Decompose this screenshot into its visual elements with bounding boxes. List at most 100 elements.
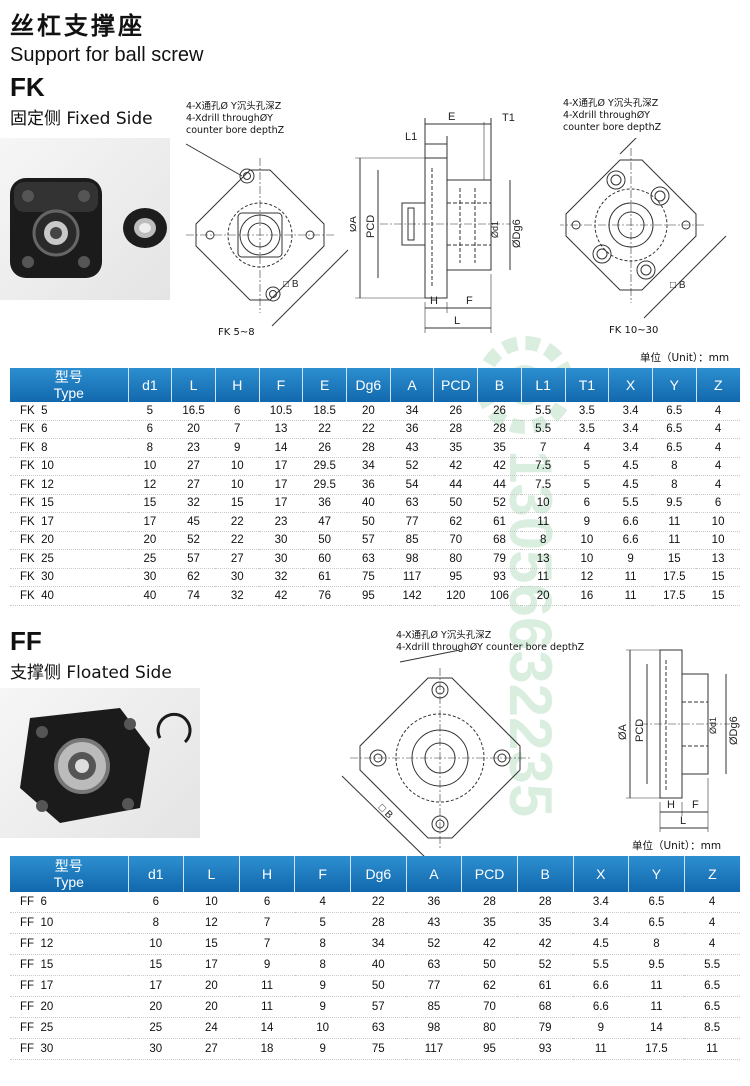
table-cell: 30	[259, 531, 303, 550]
table-cell: 26	[433, 402, 478, 421]
table-cell: 5.5	[684, 954, 740, 976]
table-cell: 50	[302, 531, 347, 550]
table-cell: 17	[183, 954, 240, 976]
table-cell: 36	[346, 475, 391, 495]
table-cell: 20	[171, 420, 216, 439]
fk-dim-pcd: PCD	[365, 215, 377, 238]
ff-dim-l: L	[680, 815, 686, 827]
table-cell: 60	[302, 549, 347, 569]
table-cell: 9	[294, 996, 351, 1018]
model-cell: FF 12	[10, 933, 128, 955]
table-cell: 10	[696, 512, 740, 532]
table-cell: 36	[406, 892, 462, 913]
table-cell: 11	[652, 512, 697, 532]
table-cell: 52	[406, 933, 462, 955]
table-cell: 79	[517, 1017, 573, 1039]
model-cell: FK 5	[10, 402, 128, 421]
table-cell: 47	[302, 512, 347, 532]
table-cell: 11	[521, 512, 566, 532]
table-cell: 52	[171, 531, 216, 550]
table-cell: 35	[517, 912, 573, 934]
table-cell: 6.5	[652, 438, 697, 458]
fk-col-header: Y	[652, 368, 697, 402]
fk-col-header: L	[171, 368, 216, 402]
table-cell: 11	[652, 531, 697, 550]
table-cell: 117	[390, 568, 434, 587]
table-cell: 106	[477, 586, 522, 606]
table-cell: 74	[171, 586, 216, 606]
table-cell: 11	[608, 568, 653, 587]
ff-subtitle: 支撑侧 Floated Side	[10, 663, 172, 683]
fk-side-view: E T1 L1 ØA PCD ØDg6 Ød1 H F L	[350, 111, 523, 333]
table-cell: 20	[128, 996, 184, 1018]
table-cell: 43	[406, 912, 462, 934]
ff-col-header: F	[294, 856, 351, 892]
model-cell: FK 15	[10, 494, 128, 513]
fk-caption-small: FK 5~8	[218, 327, 255, 338]
table-cell: 15	[128, 494, 172, 513]
table-cell: 28	[433, 420, 478, 439]
fk-dim-e: E	[448, 111, 455, 123]
fk-col-header: F	[259, 368, 304, 402]
model-cell: FK 25	[10, 549, 128, 569]
table-cell: 75	[350, 1038, 407, 1060]
table-cell: 98	[390, 549, 434, 569]
table-cell: 61	[302, 568, 347, 587]
table-cell: 10	[215, 457, 260, 476]
table-cell: 6.5	[684, 975, 740, 997]
table-cell: 34	[346, 457, 391, 476]
ff-front-view: □ B	[341, 649, 530, 863]
table-cell: 8	[652, 457, 697, 476]
table-cell: 3.4	[608, 402, 653, 421]
table-cell: 8	[128, 438, 172, 458]
table-cell: 27	[183, 1038, 240, 1060]
table-cell: 9	[608, 549, 653, 569]
fk-dim-l1: L1	[405, 131, 417, 143]
table-cell: 12	[565, 568, 609, 587]
table-cell: 32	[259, 568, 303, 587]
fk-dim-dg6: ØDg6	[511, 219, 523, 248]
fk-col-header: H	[215, 368, 260, 402]
table-cell: 18.5	[302, 402, 347, 421]
table-cell: 10.5	[259, 402, 303, 421]
table-cell: 7	[215, 420, 260, 439]
model-cell: FF 25	[10, 1017, 128, 1039]
table-cell: 4	[696, 420, 740, 439]
table-cell: 6.5	[628, 892, 685, 913]
table-cell: 4	[684, 933, 740, 955]
table-cell: 3.4	[573, 892, 629, 913]
table-cell: 9.5	[628, 954, 685, 976]
table-cell: 63	[406, 954, 462, 976]
table-cell: 4	[696, 438, 740, 458]
table-cell: 27	[215, 549, 260, 569]
table-cell: 18	[239, 1038, 295, 1060]
table-cell: 77	[390, 512, 434, 532]
table-cell: 13	[696, 549, 740, 569]
table-cell: 7	[239, 912, 295, 934]
ff-unit-label: 单位（Unit）：mm	[632, 840, 722, 852]
table-cell: 15	[696, 586, 740, 606]
table-cell: 15	[696, 568, 740, 587]
table-cell: 30	[128, 568, 172, 587]
table-cell: 93	[477, 568, 522, 587]
table-cell: 85	[406, 996, 462, 1018]
ff-label-b: □ B	[376, 802, 395, 821]
table-cell: 50	[346, 512, 391, 532]
table-cell: 14	[628, 1017, 685, 1039]
table-cell: 40	[128, 586, 172, 606]
table-cell: 62	[461, 975, 518, 997]
table-cell: 27	[171, 457, 216, 476]
table-cell: 17.5	[628, 1038, 685, 1060]
table-cell: 9	[565, 512, 609, 532]
table-cell: 17.5	[652, 568, 697, 587]
table-cell: 30	[128, 1038, 184, 1060]
table-cell: 3.4	[608, 420, 653, 439]
fk-col-header: d1	[128, 368, 173, 402]
table-cell: 44	[477, 475, 522, 495]
table-cell: 6	[215, 402, 260, 421]
